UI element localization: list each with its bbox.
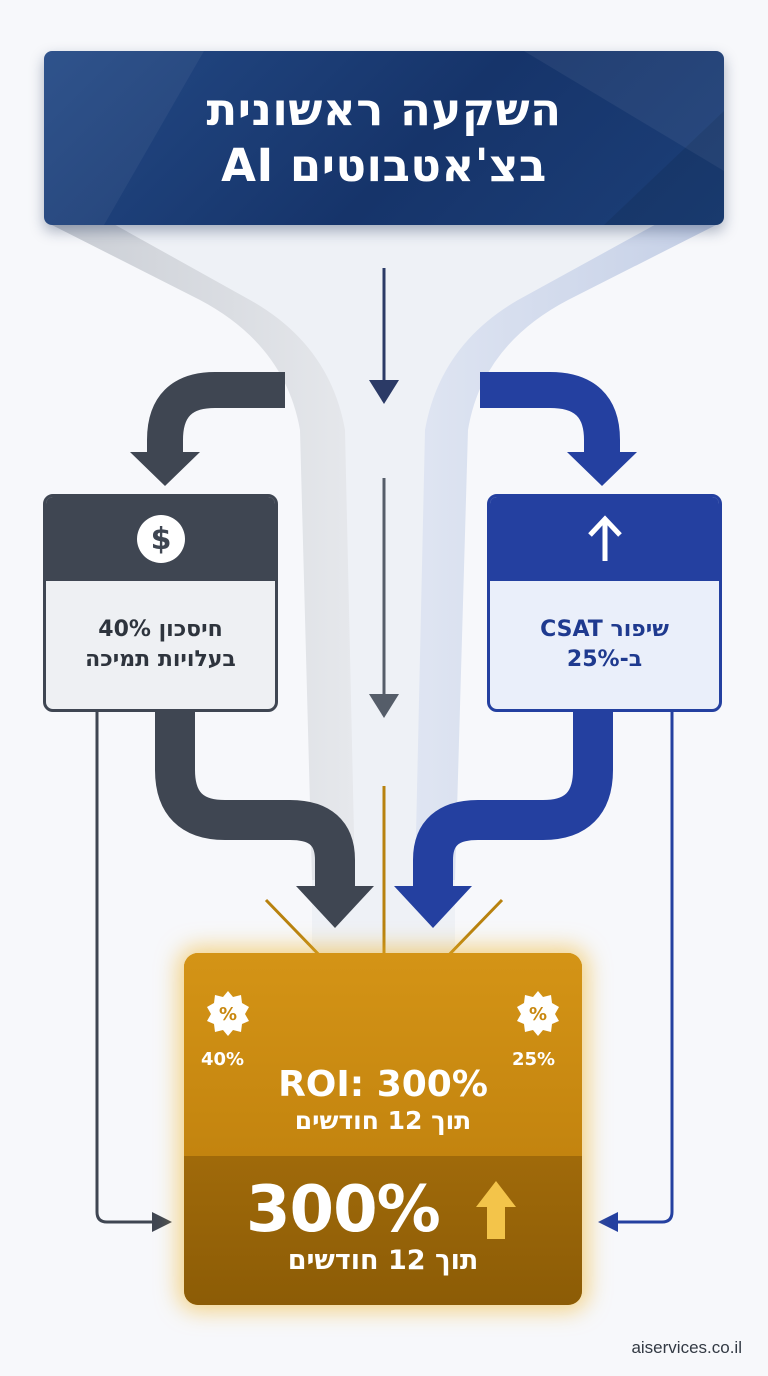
right-top-curve-arrow [480, 372, 637, 486]
svg-text:%: % [219, 1004, 237, 1025]
svg-text:$: $ [150, 522, 171, 557]
arrow-up-icon [587, 515, 622, 561]
csat-card-line1: שיפור CSAT [540, 617, 669, 642]
savings-card-text: חיסכון 40% בעלויות תמיכה [46, 581, 275, 709]
right-side-connector [598, 712, 674, 1232]
left-bottom-curve-arrow [155, 712, 374, 928]
roi-lower-panel [184, 1156, 582, 1305]
left-side-connector [95, 712, 172, 1232]
dollar-icon: $ [136, 515, 185, 563]
roi-label: ROI: 300% [278, 1064, 488, 1105]
roi-result-box: % 40% % 25% ROI: 300% תוך 12 חודשים 300%… [184, 953, 582, 1305]
big-roi-period: תוך 12 חודשים [287, 1245, 479, 1276]
right-badge-value: 25% [512, 1049, 556, 1070]
savings-card-line2: בעלויות תמיכה [85, 647, 236, 672]
right-bottom-curve-arrow [394, 712, 613, 928]
csat-card-header [490, 497, 719, 581]
big-roi-value: 300% [246, 1173, 441, 1247]
arrow-up-icon [476, 1181, 516, 1239]
header-title-line1: השקעה ראשונית [206, 83, 562, 136]
header-title-line2: בצ'אטבוטים AI [221, 139, 547, 192]
savings-card-line1: חיסכון 40% [98, 617, 223, 642]
svg-text:%: % [529, 1004, 547, 1025]
csat-card-line2: ב-25% [566, 647, 643, 672]
header-banner: השקעה ראשונית בצ'אטבוטים AI [44, 51, 724, 225]
csat-card: שיפור CSAT ב-25% [487, 494, 722, 712]
roi-period: תוך 12 חודשים [294, 1106, 472, 1135]
left-badge-value: 40% [201, 1049, 245, 1070]
header-facet-pattern [44, 51, 724, 225]
percent-badge-icon: % [207, 991, 249, 1036]
percent-badge-icon: % [517, 991, 559, 1036]
roi-upper-panel [184, 953, 582, 1156]
csat-card-text: שיפור CSAT ב-25% [490, 581, 719, 709]
savings-card-header: $ [46, 497, 275, 581]
savings-card: $ חיסכון 40% בעלויות תמיכה [43, 494, 278, 712]
footer-site-link[interactable]: aiservices.co.il [631, 1338, 742, 1357]
left-top-curve-arrow [130, 372, 285, 486]
